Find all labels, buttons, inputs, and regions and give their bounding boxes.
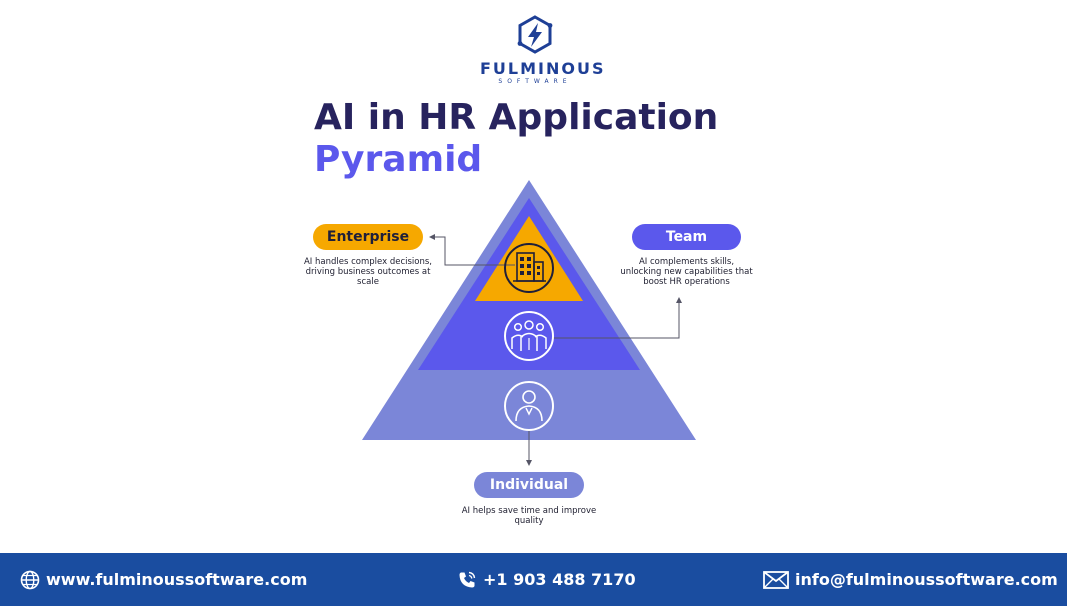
pyramid-diagram [362, 180, 696, 466]
phone-link[interactable]: +1 903 488 7170 [457, 553, 636, 606]
page-title: AI in HR Application [314, 97, 719, 138]
person-icon [504, 381, 554, 431]
connector-team [552, 297, 682, 339]
phone-icon [459, 571, 476, 587]
brand-tagline: SOFTWARE [498, 78, 572, 85]
connector-enterprise [429, 234, 515, 266]
hexagon-lightning-icon [517, 15, 553, 54]
description-enterprise: AI handles complex decisions, driving bu… [303, 257, 432, 287]
page-subtitle: Pyramid [314, 139, 483, 180]
phone-text: +1 903 488 7170 [483, 570, 636, 589]
contact-footer: www.fulminoussoftware.com +1 903 488 717… [0, 553, 1067, 606]
building-icon [504, 243, 554, 293]
brand-name: FULMINOUS [480, 59, 606, 78]
brand-logo: FULMINOUS SOFTWARE [480, 14, 606, 86]
email-link[interactable]: info@fulminoussoftware.com [763, 553, 1058, 606]
label-team: Team [632, 224, 741, 250]
website-text: www.fulminoussoftware.com [46, 570, 308, 589]
label-individual: Individual [474, 472, 584, 498]
globe-icon [20, 570, 40, 589]
website-link[interactable]: www.fulminoussoftware.com [20, 553, 307, 606]
description-individual: AI helps save time and improve quality [461, 506, 597, 526]
team-icon [504, 311, 554, 361]
envelope-icon [763, 570, 789, 589]
label-enterprise: Enterprise [313, 224, 423, 250]
email-text: info@fulminoussoftware.com [795, 570, 1058, 589]
description-team: AI complements skills, unlocking new cap… [620, 257, 753, 287]
